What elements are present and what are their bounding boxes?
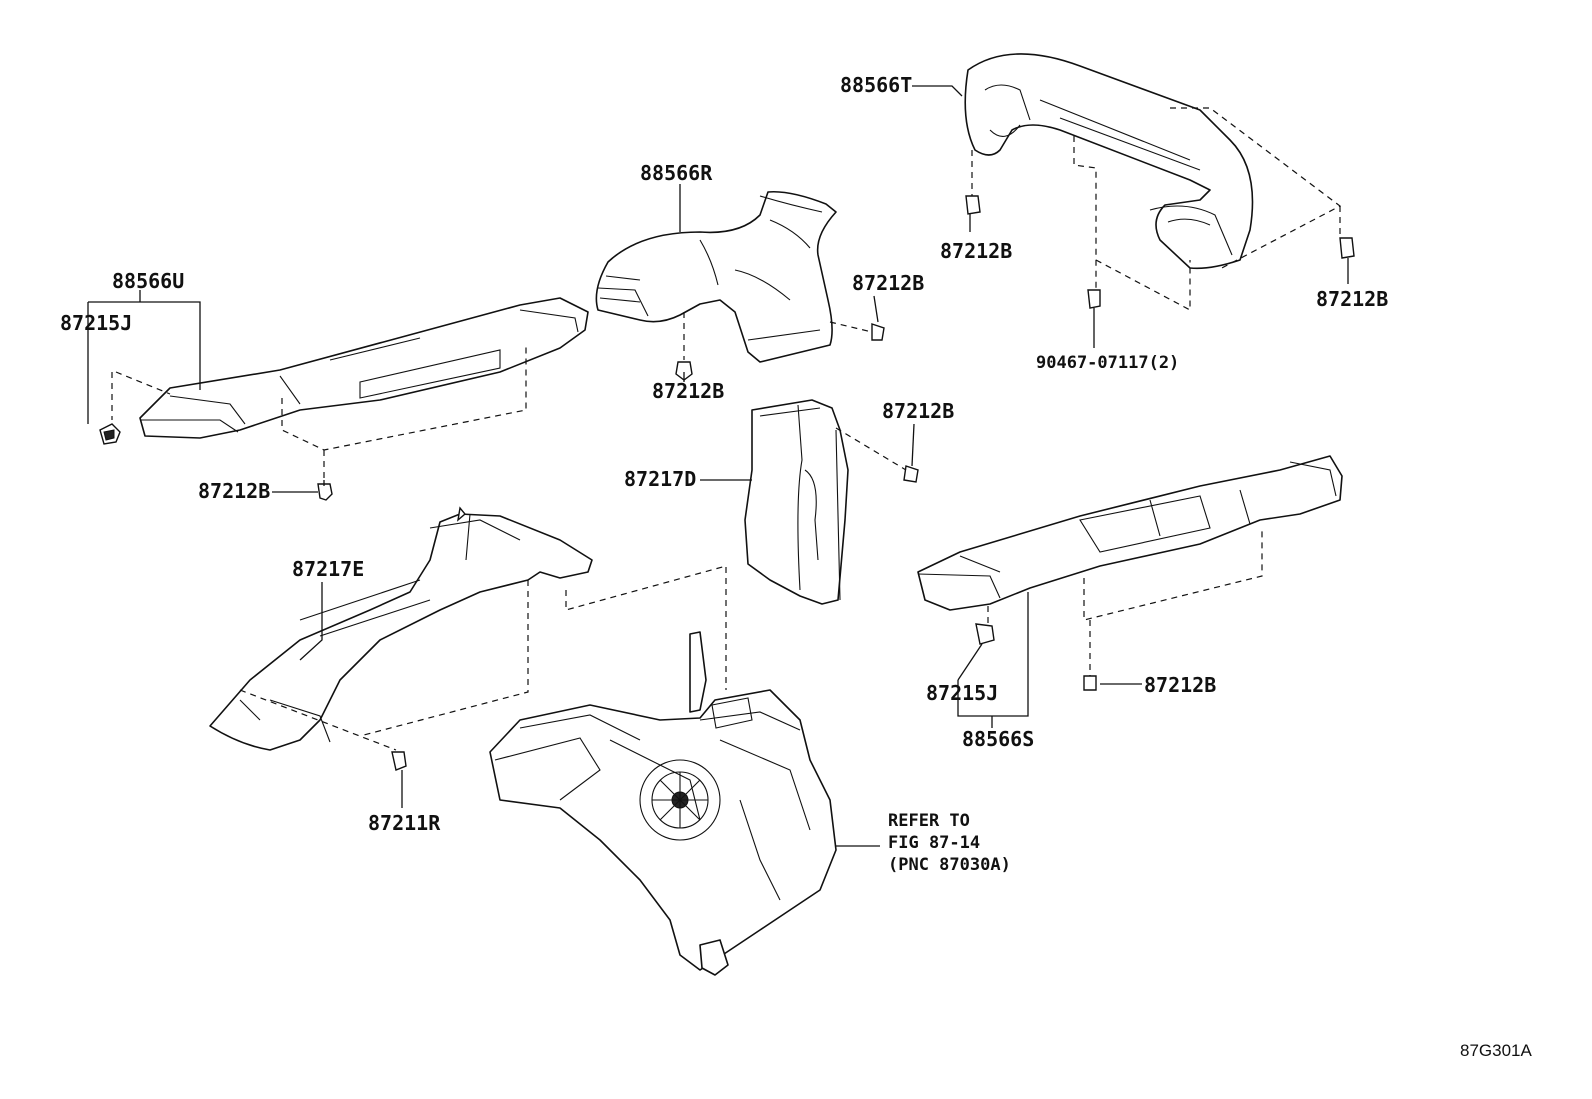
- label-87212B-a: 87212B: [198, 479, 270, 503]
- label-87215J-bot: 87215J: [926, 681, 998, 705]
- label-87212B-e: 87212B: [1316, 287, 1388, 311]
- duct-88566U[interactable]: [139, 297, 589, 439]
- label-87212B-f: 87212B: [882, 399, 954, 423]
- clip-87212B-e[interactable]: [1339, 237, 1355, 259]
- duct-88566R[interactable]: [595, 190, 837, 363]
- duct-87217E[interactable]: [209, 506, 593, 751]
- part-labels: 88566T 88566R 88566U 87215J 87212B 87212…: [60, 73, 1388, 835]
- figure-id: 87G301A: [1460, 1041, 1532, 1060]
- clip-90467[interactable]: [1087, 289, 1101, 309]
- label-87212B-c: 87212B: [852, 271, 924, 295]
- label-88566T: 88566T: [840, 73, 912, 97]
- label-87212B-b: 87212B: [652, 379, 724, 403]
- label-87211R: 87211R: [368, 811, 441, 835]
- label-88566S: 88566S: [962, 727, 1034, 751]
- assembly-dashed-lines: [111, 107, 1342, 751]
- label-87217D: 87217D: [624, 467, 696, 491]
- clip-87211R[interactable]: [391, 751, 407, 771]
- clip-87215J-top[interactable]: [99, 423, 121, 445]
- clip-87212B-b[interactable]: [675, 361, 693, 381]
- duct-87217D[interactable]: [744, 399, 849, 605]
- label-87212B-d: 87212B: [940, 239, 1012, 263]
- clip-87212B-a[interactable]: [317, 480, 333, 501]
- reference-note: REFER TO FIG 87-14 (PNC 87030A): [888, 811, 1011, 875]
- clip-87212B-c[interactable]: [871, 323, 885, 341]
- label-88566U: 88566U: [112, 269, 184, 293]
- leader-lines: [87, 85, 1349, 847]
- reference-line-2: FIG 87-14: [888, 833, 980, 853]
- reference-line-3: (PNC 87030A): [888, 855, 1011, 875]
- clip-87212B-d[interactable]: [965, 195, 981, 215]
- clip-87215J-bot[interactable]: [975, 623, 995, 645]
- label-87217E: 87217E: [292, 557, 364, 581]
- clip-87212B-f[interactable]: [903, 465, 919, 483]
- label-88566R: 88566R: [640, 161, 713, 185]
- label-87212B-g: 87212B: [1144, 673, 1216, 697]
- blower-assembly[interactable]: [489, 631, 837, 976]
- label-90467: 90467-07117(2): [1036, 353, 1179, 373]
- duct-88566S[interactable]: [917, 455, 1343, 611]
- label-87215J-top: 87215J: [60, 311, 132, 335]
- duct-88566T[interactable]: [964, 53, 1254, 270]
- clip-87212B-g[interactable]: [1083, 675, 1097, 691]
- reference-line-1: REFER TO: [888, 811, 970, 831]
